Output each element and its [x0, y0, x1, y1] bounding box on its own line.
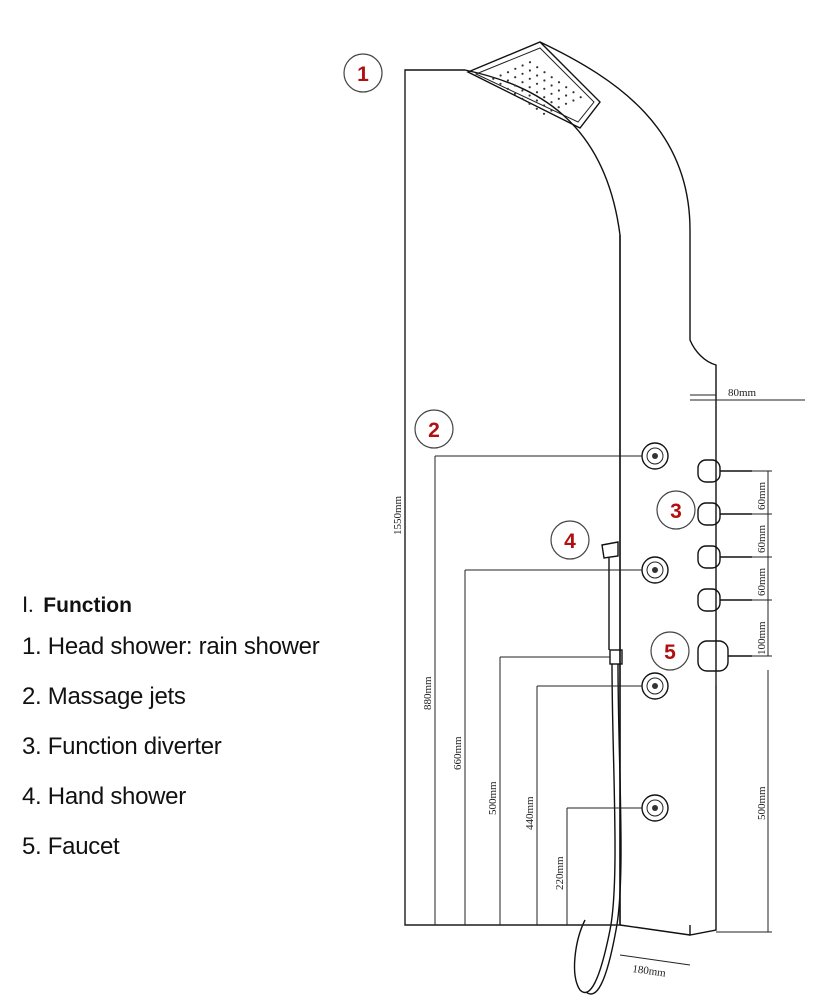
dim-faucet-spacing: 100mm	[756, 621, 768, 655]
dim-diverter-spacing-1: 60mm	[756, 481, 768, 510]
callout-5: 5	[650, 631, 690, 671]
hand-shower	[573, 541, 623, 995]
svg-text:1: 1	[357, 63, 369, 86]
diverter-knobs	[697, 459, 752, 612]
dim-diverter-spacing-3: 60mm	[756, 567, 768, 596]
dim-jet-top: 880mm	[422, 676, 434, 710]
legend-title: Ⅰ. Function	[22, 590, 319, 620]
callouts: 1 2 3 4 5	[343, 53, 696, 671]
dim-diverter-spacing-2: 60mm	[756, 524, 768, 553]
diverter-knob-1	[697, 459, 752, 483]
dim-jet-low: 440mm	[524, 796, 536, 830]
dim-hose-outlet: 180mm	[632, 963, 667, 980]
massage-jet-3	[641, 672, 669, 700]
legend-item: 4. Hand shower	[22, 783, 186, 810]
dim-total-height: 1550mm	[392, 495, 404, 535]
rain-shower-head	[466, 41, 601, 129]
massage-jet-4	[641, 794, 669, 822]
callout-4: 4	[550, 520, 590, 560]
legend-title-text: Function	[43, 594, 132, 617]
callout-3: 3	[656, 490, 696, 530]
dim-faucet-height: 500mm	[756, 786, 768, 820]
function-legend: Ⅰ. Function 1. Head shower: rain shower …	[22, 590, 320, 882]
svg-text:2: 2	[428, 419, 440, 442]
diverter-knob-2	[697, 502, 752, 526]
shower-nozzles	[492, 61, 582, 115]
legend-item: 2. Massage jets	[22, 683, 186, 710]
massage-jets	[641, 442, 669, 822]
svg-text:3: 3	[670, 500, 682, 523]
legend-item: 5. Faucet	[22, 833, 120, 860]
massage-jet-1	[641, 442, 669, 470]
dim-depth: 80mm	[728, 387, 757, 399]
dim-jet-mid: 660mm	[452, 736, 464, 770]
panel-body	[404, 41, 717, 936]
dimension-lines	[404, 70, 805, 966]
diverter-knob-4	[697, 588, 752, 612]
faucet-handle	[697, 640, 752, 685]
legend-item: 1. Head shower: rain shower	[22, 633, 320, 660]
svg-text:5: 5	[664, 641, 676, 664]
dim-hand-holder: 500mm	[487, 781, 499, 815]
legend-item: 3. Function diverter	[22, 733, 222, 760]
legend-section-marker: Ⅰ.	[22, 593, 34, 617]
dimension-labels: 1550mm 880mm 660mm 500mm 440mm 220mm 80m…	[392, 387, 768, 980]
callout-1: 1	[343, 53, 383, 93]
dim-jet-bottom: 220mm	[554, 856, 566, 890]
massage-jet-2	[641, 556, 669, 584]
diverter-knob-3	[697, 545, 752, 569]
svg-text:4: 4	[564, 530, 576, 553]
callout-2: 2	[414, 409, 454, 449]
